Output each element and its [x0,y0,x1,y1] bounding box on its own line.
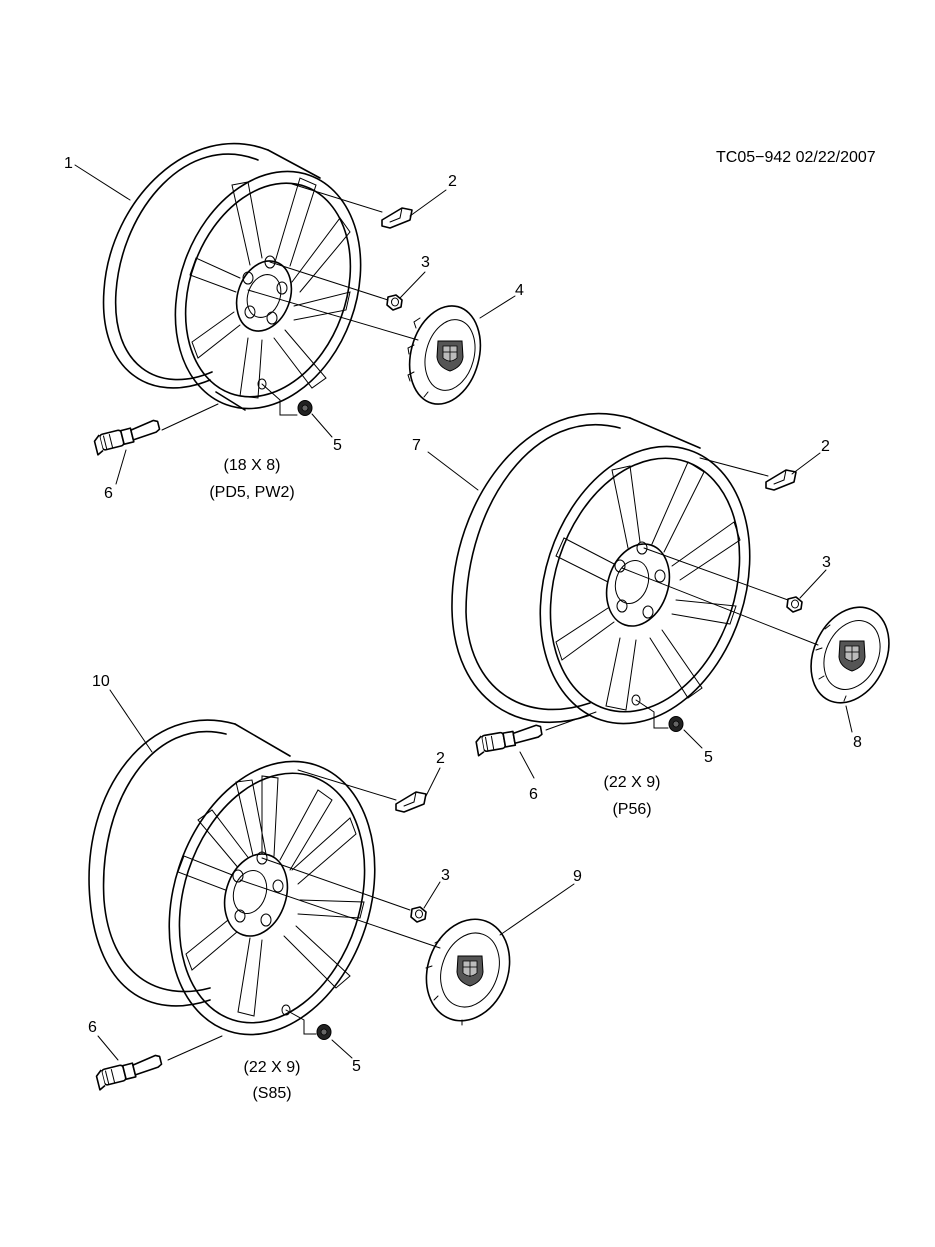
wheel-7 [451,412,751,725]
balance-weight-clip-3 [395,791,427,813]
wheel-7-codes: (P56) [612,801,651,818]
callout-5: 5 [352,1058,361,1075]
callout-6: 6 [88,1019,97,1036]
lug-nut-2 [786,596,803,613]
center-cap-8 [810,606,890,704]
wheel-1 [102,143,362,411]
wheel-1-codes: (PD5, PW2) [209,484,294,501]
callout-8: 8 [853,734,862,751]
center-cap-9 [425,918,511,1026]
callout-10: 10 [92,673,110,690]
wheel-7-size: (22 X 9) [604,774,661,791]
lug-nut-1 [386,294,403,311]
callout-1: 1 [64,155,73,172]
callout-5: 5 [704,749,713,766]
valve-nut-1 [297,400,313,416]
callout-6: 6 [104,485,113,502]
callout-6: 6 [529,786,538,803]
callout-3: 3 [421,254,430,271]
tpms-sensor-3 [94,1053,165,1091]
tpms-sensor-1 [92,418,163,456]
balance-weight-clip-1 [381,207,413,229]
valve-nut-3 [316,1024,332,1040]
wheel-10-size: (22 X 9) [244,1059,301,1076]
lug-nut-3 [410,906,427,923]
callout-5: 5 [333,437,342,454]
wheel-1-size: (18 X 8) [224,457,281,474]
callout-7: 7 [412,437,421,454]
callout-3: 3 [822,554,831,571]
tpms-sensor-2 [474,723,545,757]
callout-2: 2 [436,750,445,767]
wheel-10-codes: (S85) [252,1085,291,1102]
callout-9: 9 [573,868,582,885]
callout-2: 2 [448,173,457,190]
center-cap-1 [407,305,482,405]
callout-3: 3 [441,867,450,884]
balance-weight-clip-2 [765,469,797,491]
callout-2: 2 [821,438,830,455]
document-code: TC05−942 02/22/2007 [716,149,876,166]
valve-nut-2 [668,716,684,732]
callout-4: 4 [515,282,524,299]
wheel-10 [88,719,376,1036]
